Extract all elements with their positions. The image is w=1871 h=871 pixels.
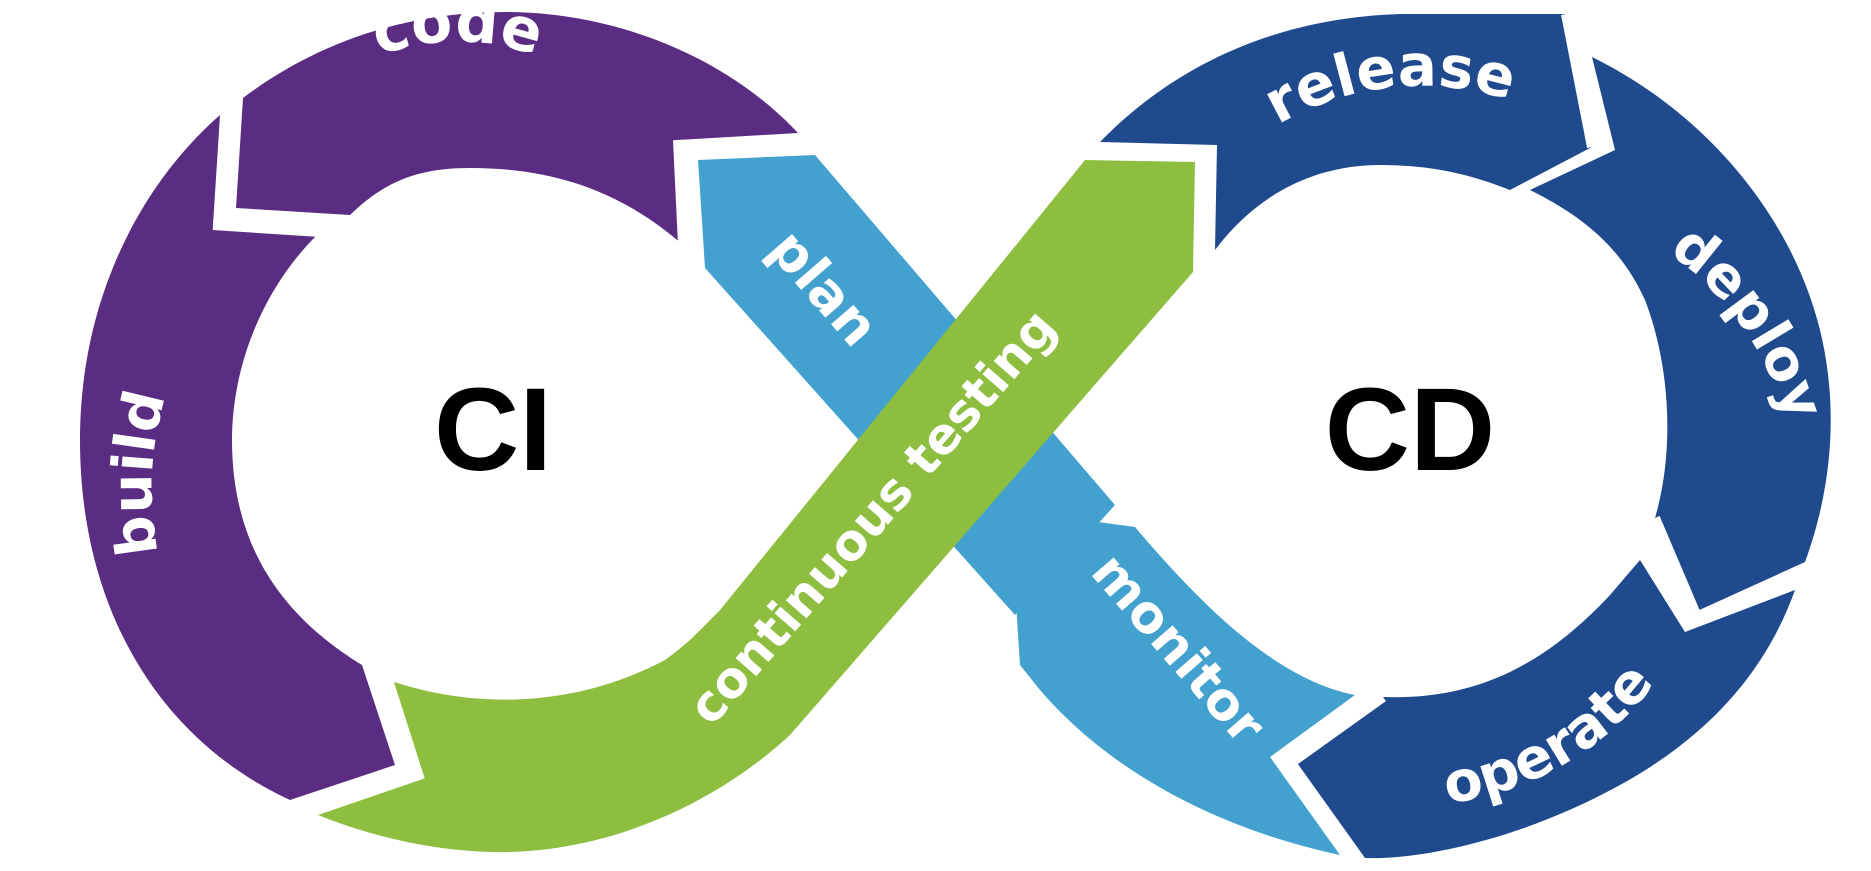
segment-deploy bbox=[1530, 57, 1831, 612]
segment-code bbox=[236, 12, 798, 245]
segment-release bbox=[1100, 14, 1592, 250]
segment-operate bbox=[1295, 560, 1795, 859]
segment-build bbox=[80, 115, 395, 800]
segment-continuous-testing bbox=[318, 160, 1195, 853]
separator-lines bbox=[212, 13, 1700, 782]
ci-label: CI bbox=[434, 364, 552, 496]
cd-label: CD bbox=[1325, 364, 1495, 496]
segment-monitor bbox=[1010, 510, 1355, 855]
